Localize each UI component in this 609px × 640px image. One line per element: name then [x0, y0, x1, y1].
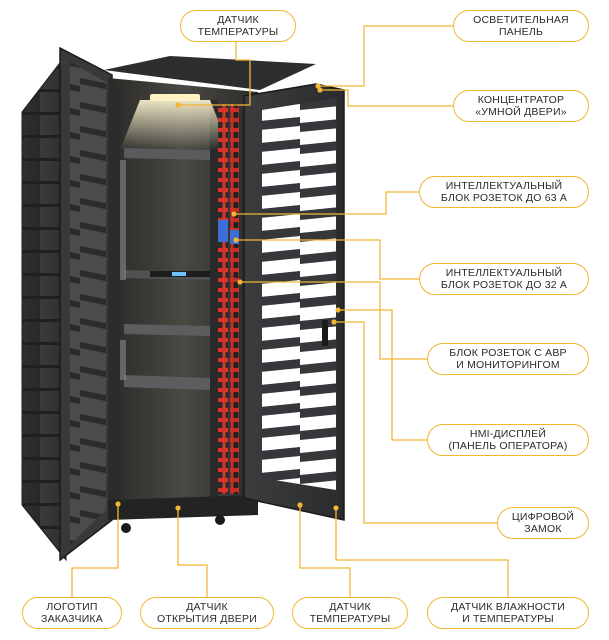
callout-leader-lines [71, 25, 521, 597]
callout-pdu-63a: ИНТЕЛЛЕКТУАЛЬНЫЙ БЛОК РОЗЕТОК ДО 63 А [419, 176, 589, 208]
callout-digital-lock: ЦИФРОВОЙ ЗАМОК [497, 507, 589, 539]
callout-light-panel: ОСВЕТИТЕЛЬНАЯ ПАНЕЛЬ [453, 10, 589, 42]
cabinet-top [104, 56, 316, 90]
callout-temperature-sensor-bottom: ДАТЧИК ТЕМПЕРАТУРЫ [292, 597, 408, 629]
callout-pdu-32a: ИНТЕЛЛЕКТУАЛЬНЫЙ БЛОК РОЗЕТОК ДО 32 А [419, 263, 589, 295]
callout-temperature-sensor-top: ДАТЧИК ТЕМПЕРАТУРЫ [180, 10, 296, 42]
callout-dots [115, 83, 341, 511]
callout-hmi-display: HMI-ДИСПЛЕЙ (ПАНЕЛЬ ОПЕРАТОРА) [427, 424, 589, 456]
callout-smart-door-hub: КОНЦЕНТРАТОР «УМНОЙ ДВЕРИ» [453, 90, 589, 122]
right-door [243, 83, 345, 521]
callout-ats-pdu: БЛОК РОЗЕТОК С АВР И МОНИТОРИНГОМ [427, 343, 589, 375]
callout-humidity-temperature-sensor: ДАТЧИК ВЛАЖНОСТИ И ТЕМПЕРАТУРЫ [427, 597, 589, 629]
left-door [59, 46, 113, 562]
callout-door-open-sensor: ДАТЧИК ОТКРЫТИЯ ДВЕРИ [140, 597, 274, 629]
cabinet-side-panel [21, 53, 67, 562]
callout-customer-logo: ЛОГОТИП ЗАКАЗЧИКА [22, 597, 122, 629]
